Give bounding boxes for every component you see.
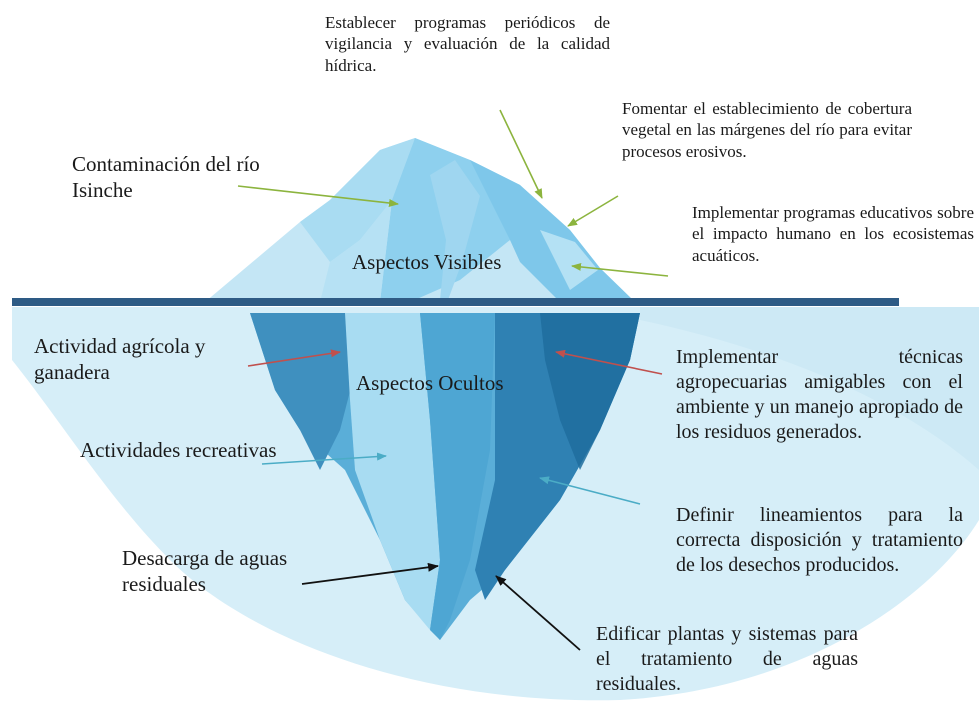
label-visible: Aspectos Visibles (352, 250, 502, 274)
solution-agropecuarias: Implementar técnicas agropecuarias amiga… (676, 346, 963, 443)
solution-desechos: Definir lineamientos para la correcta di… (676, 504, 963, 576)
problem-descarga: Desacarga de aguas residuales (122, 546, 288, 597)
iceberg-submerged (250, 313, 640, 640)
problem-agricola: Actividad agrícola y ganadera (34, 334, 206, 385)
arrow-cobertura (567, 195, 619, 227)
label-hidden: Aspectos Ocultos (356, 371, 504, 395)
arrow-descarga (301, 562, 439, 585)
problem-recreativas: Actividades recreativas (80, 438, 277, 462)
arrow-agropecuarias (555, 349, 663, 375)
problem-contaminacion: Contaminación del río Isinche (72, 152, 260, 203)
solution-vigilancia: Establecer programas periódicos de vigil… (325, 13, 610, 75)
arrow-desechos (539, 476, 641, 505)
arrow-contaminacion (237, 185, 399, 207)
arrow-vigilancia (499, 109, 543, 199)
solution-educativos: Implementar programas educativos sobre e… (692, 203, 974, 265)
arrow-agricola (247, 349, 341, 367)
solution-cobertura: Fomentar el establecimiento de cobertura… (622, 99, 912, 161)
arrow-plantas (495, 575, 581, 651)
arrow-educativos (571, 262, 669, 277)
underwater-shade (640, 307, 979, 470)
arrow-recreativas (261, 452, 387, 465)
water-line (12, 298, 899, 306)
solution-plantas: Edificar plantas y sistemas para el trat… (596, 623, 858, 695)
